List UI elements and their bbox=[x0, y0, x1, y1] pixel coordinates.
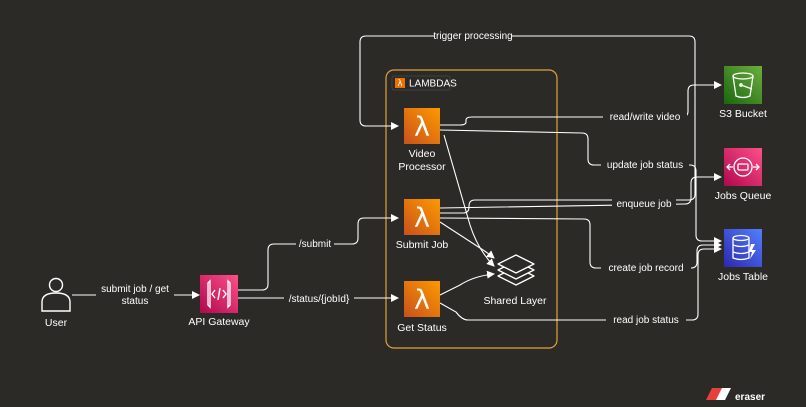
user-node[interactable]: User bbox=[41, 277, 71, 330]
eraser-brand-name: eraser bbox=[735, 392, 765, 403]
lambda-group-icon: λ bbox=[395, 78, 405, 89]
lambda-icon: λ bbox=[414, 203, 430, 234]
dynamodb-icon bbox=[732, 234, 756, 261]
api-gateway-label: API Gateway bbox=[188, 316, 250, 328]
edge-trigger bbox=[359, 35, 696, 214]
lambdas-group-label: LAMBDAS bbox=[409, 79, 457, 90]
edge-update-status bbox=[439, 129, 722, 245]
lambdas-group: λ LAMBDAS bbox=[385, 69, 558, 349]
edge-label-submit: /submit bbox=[299, 239, 331, 250]
edge-status-layer bbox=[439, 270, 495, 296]
api-gateway-node[interactable]: API Gateway bbox=[188, 275, 250, 328]
edge-label-read-status: read job status bbox=[613, 315, 679, 326]
queue-icon bbox=[726, 157, 760, 177]
edge-label-user-api-1: submit job / get bbox=[101, 284, 169, 295]
edge-label-read-write: read/write video bbox=[610, 112, 681, 123]
edge-read-status bbox=[439, 245, 722, 321]
edge-label-status: /status/{jobId} bbox=[289, 294, 350, 305]
edge-read-write bbox=[440, 81, 722, 126]
edge-api-submit bbox=[238, 214, 399, 291]
bucket-icon bbox=[732, 72, 754, 99]
edge-video-layer bbox=[443, 134, 495, 267]
eraser-logo-icon bbox=[706, 388, 731, 400]
user-label: User bbox=[45, 317, 68, 329]
edge-create-record bbox=[439, 217, 722, 269]
edge-label-trigger: trigger processing bbox=[433, 31, 512, 42]
eraser-logo[interactable]: eraser bbox=[706, 388, 765, 403]
video-processor-label-2: Processor bbox=[398, 161, 446, 173]
user-icon bbox=[41, 277, 71, 312]
jobs-table-label: Jobs Table bbox=[718, 271, 768, 283]
edge-label-enqueue: enqueue job bbox=[616, 199, 671, 210]
edge-label-user-api-2: status bbox=[122, 296, 149, 307]
submit-job-label: Submit Job bbox=[396, 239, 449, 251]
lambda-icon: λ bbox=[414, 285, 430, 316]
get-status-node[interactable]: λ Get Status bbox=[397, 281, 447, 334]
submit-job-node[interactable]: λ Submit Job bbox=[396, 199, 449, 251]
svg-text:λ: λ bbox=[397, 79, 402, 89]
edge-label-update-status: update job status bbox=[607, 160, 683, 171]
video-processor-label-1: Video bbox=[409, 148, 436, 160]
s3-bucket-label: S3 Bucket bbox=[719, 108, 767, 120]
s3-bucket-node[interactable]: S3 Bucket bbox=[719, 66, 767, 120]
edge-label-create-record: create job record bbox=[608, 263, 683, 274]
jobs-queue-node[interactable]: Jobs Queue bbox=[715, 148, 772, 202]
video-processor-node[interactable]: λ Video Processor bbox=[398, 108, 446, 173]
get-status-label: Get Status bbox=[397, 322, 447, 334]
jobs-table-node[interactable]: Jobs Table bbox=[718, 229, 768, 283]
lambda-icon: λ bbox=[414, 112, 430, 143]
edge-enqueue bbox=[439, 173, 722, 209]
jobs-queue-label: Jobs Queue bbox=[715, 190, 772, 202]
shared-layer-node[interactable]: Shared Layer bbox=[483, 254, 547, 307]
api-gateway-icon bbox=[207, 279, 231, 309]
edge-labels: submit job / get status /submit /status/… bbox=[96, 29, 691, 327]
layers-icon bbox=[497, 254, 535, 286]
shared-layer-label: Shared Layer bbox=[483, 295, 547, 307]
